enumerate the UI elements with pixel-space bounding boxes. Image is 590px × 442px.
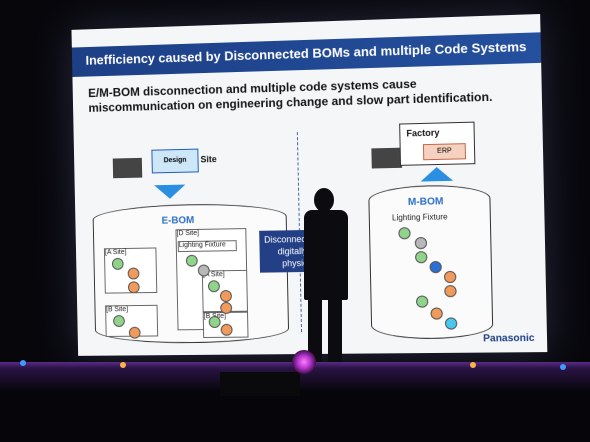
floor-light <box>120 362 126 368</box>
site-label: Site <box>200 154 217 165</box>
ebom-node <box>220 323 233 336</box>
lighting-fixture-box: Lighting Fixture <box>177 240 237 253</box>
mbom-node <box>443 270 457 284</box>
mbom-node <box>429 260 442 274</box>
factory-icon <box>371 147 403 169</box>
mbom-node <box>430 307 443 320</box>
ebom-arrow-down <box>154 184 186 200</box>
mbom-node <box>444 285 457 298</box>
lighting-fixture-label: Lighting Fixture <box>178 241 226 250</box>
d-site-label: [D Site] <box>176 229 200 238</box>
ebom-node <box>207 280 220 293</box>
slide-subtitle: E/M-BOM disconnection and multiple code … <box>88 76 493 115</box>
a-site-left-label: [A Site] <box>104 248 127 257</box>
ebom-node <box>127 267 140 280</box>
stage-monitor <box>220 372 300 396</box>
slide-number: 12 <box>510 14 528 18</box>
mbom-cylinder: M-BOM Lighting Fixture <box>368 184 494 340</box>
brand-logo: Panasonic <box>483 332 535 345</box>
erp-box: ERP <box>422 143 467 161</box>
floor-light <box>560 364 566 370</box>
mbom-node <box>444 317 458 330</box>
design-card: Design <box>151 148 199 174</box>
ebom-node <box>219 289 232 303</box>
mbom-lighting-label: Lighting Fixture <box>391 212 448 223</box>
mbom-node <box>415 295 429 308</box>
floor-light <box>20 360 26 366</box>
design-label: Design <box>163 156 187 165</box>
ebom-node <box>197 264 210 277</box>
ebom-cylinder: E-BOM [D Site] Lighting Fixture [A Site]… <box>92 202 290 344</box>
slide-title: Inefficiency caused by Disconnected BOMs… <box>85 38 527 68</box>
ebom-node <box>220 301 233 314</box>
title-bar: Inefficiency caused by Disconnected BOMs… <box>71 32 542 77</box>
ebom-node <box>128 326 141 339</box>
mbom-title: M-BOM <box>407 196 444 209</box>
mbom-arrow-up <box>420 166 454 182</box>
mbom-node <box>415 251 428 264</box>
floor-light <box>470 362 476 368</box>
factory-box: Factory ERP <box>399 121 476 166</box>
ebom-node <box>127 281 140 294</box>
building-icon <box>112 157 143 179</box>
mbom-node <box>398 227 411 240</box>
mbom-node <box>414 236 428 250</box>
ebom-title: E-BOM <box>161 215 195 227</box>
stage-light <box>292 350 316 374</box>
factory-label: Factory <box>406 127 440 139</box>
erp-label: ERP <box>437 147 452 155</box>
b-site-left-label: [B Site] <box>106 306 129 314</box>
ebom-node <box>113 315 125 328</box>
ebom-node <box>208 315 221 329</box>
